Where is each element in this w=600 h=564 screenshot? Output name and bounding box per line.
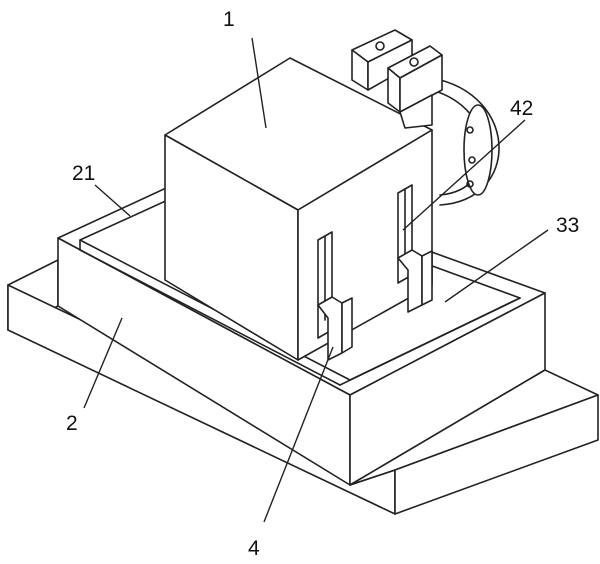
label-4: 4 <box>248 537 260 560</box>
slot-right <box>397 184 433 313</box>
leader-lines <box>83 37 549 523</box>
label-1: 1 <box>223 8 235 31</box>
label-2: 2 <box>66 412 78 435</box>
rear-fitting <box>351 29 500 206</box>
label-33: 33 <box>556 214 579 237</box>
label-42: 42 <box>510 97 533 120</box>
slot-left <box>317 231 353 361</box>
label-21: 21 <box>72 162 95 185</box>
